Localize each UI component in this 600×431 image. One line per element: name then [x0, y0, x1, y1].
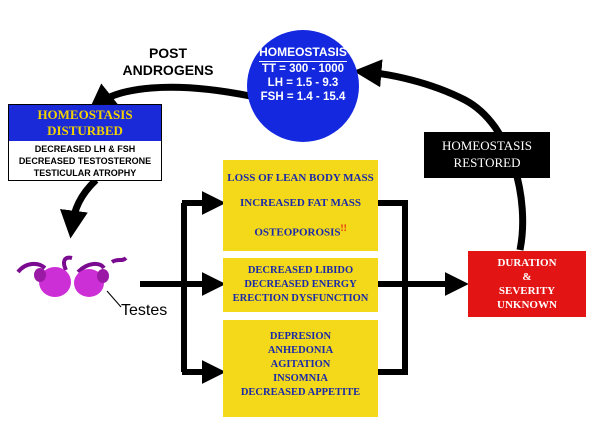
mood-box: DEPRESION ANHEDONIA AGITATION INSOMNIA D…	[223, 320, 378, 417]
disturbed-title2: DISTURBED	[47, 123, 123, 138]
box1-item: OSTEOPOROSIS	[254, 226, 341, 239]
arc-disturbed-to-testes	[60, 177, 99, 239]
testes-illustration	[16, 255, 128, 308]
arc-circle-to-disturbed	[88, 83, 251, 112]
duration-severity-box: DURATION & SEVERITY UNKNOWN	[468, 251, 586, 317]
circle-title: HOMEOSTASIS	[259, 45, 347, 62]
disturbed-line: DECREASED TESTOSTERONE	[18, 156, 152, 166]
disturbed-header: HOMEOSTASIS DISTURBED	[9, 105, 161, 141]
circle-lh: LH = 1.5 - 9.3	[267, 77, 339, 89]
post-line1: POST	[148, 45, 188, 61]
restored-line2: RESTORED	[453, 155, 521, 170]
body-composition-box: LOSS OF LEAN BODY MASS INCREASED FAT MAS…	[223, 160, 378, 251]
disturbed-title1: HOMEOSTASIS	[37, 107, 133, 122]
box3-item: AGITATION	[270, 359, 331, 370]
exclamation-mark: !!	[340, 223, 347, 233]
box3-item: DECREASED APPETITE	[240, 387, 361, 398]
restored-line1: HOMEOSTASIS	[442, 138, 532, 153]
duration-line: &	[522, 271, 532, 283]
disturbed-lines: DECREASED LH & FSH DECREASED TESTOSTERON…	[9, 141, 161, 179]
box2-item: DECREASED LIBIDO	[247, 265, 354, 276]
box2-item: ERECTION DYSFUNCTION	[232, 293, 369, 304]
homeostasis-disturbed-box: HOMEOSTASIS DISTURBED DECREASED LH & FSH…	[8, 104, 162, 181]
disturbed-line: DECREASED LH & FSH	[34, 144, 136, 154]
duration-line: DURATION	[497, 257, 557, 269]
box1-item: INCREASED FAT MASS	[239, 197, 362, 209]
duration-line: SEVERITY	[498, 285, 556, 297]
circle-fsh: FSH = 1.4 - 15.4	[260, 91, 346, 103]
testes-label: Testes	[121, 302, 168, 319]
box1-item: LOSS OF LEAN BODY MASS	[227, 172, 374, 184]
duration-line: UNKNOWN	[497, 299, 557, 311]
box3-item: ANHEDONIA	[267, 345, 334, 356]
post-androgens-label: POST ANDROGENS	[108, 45, 228, 79]
post-line2: ANDROGENS	[122, 62, 214, 78]
circle-tt: TT = 300 - 1000	[261, 63, 345, 75]
box3-item: DEPRESION	[269, 331, 332, 342]
disturbed-line: TESTICULAR ATROPHY	[33, 168, 137, 178]
homeostasis-circle: HOMEOSTASIS TT = 300 - 1000 LH = 1.5 - 9…	[247, 30, 359, 142]
box2-item: DECREASED ENERGY	[244, 279, 357, 290]
homeostasis-restored-box: HOMEOSTASIS RESTORED	[424, 132, 550, 178]
arc-duration-to-circle	[353, 59, 527, 251]
box3-item: INSOMNIA	[273, 373, 328, 384]
sexual-function-box: DECREASED LIBIDO DECREASED ENERGY ERECTI…	[223, 258, 378, 312]
box1-item-osteoporosis: OSTEOPOROSIS!!	[223, 216, 378, 246]
